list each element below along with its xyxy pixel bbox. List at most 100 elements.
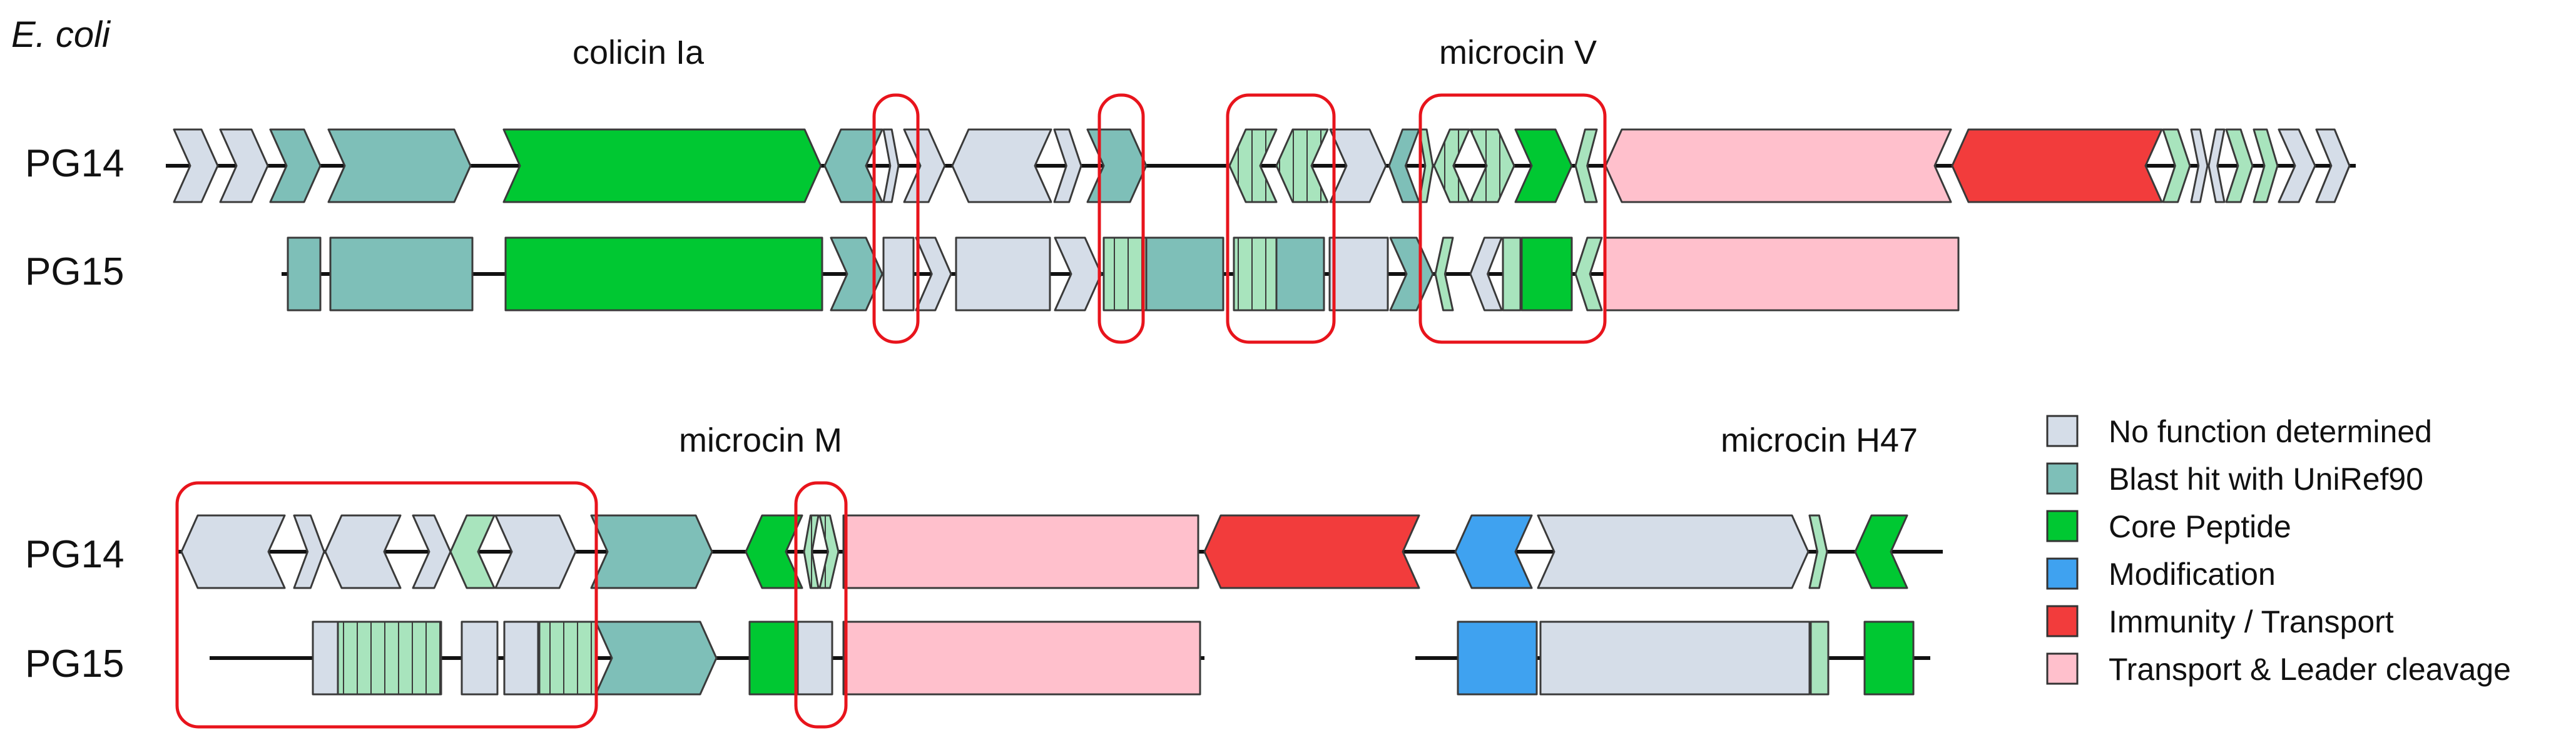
gene-arrow: [915, 236, 952, 312]
row-label-top-pg14: PG14: [25, 142, 125, 185]
gene-arrow: [818, 514, 840, 589]
gene-arrow: [797, 621, 833, 696]
legend-swatch-blast-hit: [2046, 462, 2079, 495]
gene-arrow: [1454, 514, 1533, 589]
gene-arrow: [903, 128, 946, 203]
gene-arrow: [504, 236, 823, 312]
gene-arrow: [324, 514, 402, 589]
gene-arrow: [2278, 128, 2316, 203]
gene-arrow: [1418, 128, 1434, 203]
gene-arrow: [1863, 621, 1915, 696]
legend-label-blast-hit: Blast hit with UniRef90: [2109, 462, 2423, 497]
gene-arrow: [180, 514, 286, 589]
gene-arrow: [494, 514, 577, 589]
gene-arrow: [803, 514, 820, 589]
gene-arrow: [594, 621, 718, 696]
gene-arrow: [748, 621, 797, 696]
gene-arrow: [1469, 128, 1515, 203]
gene-arrow: [1054, 236, 1102, 312]
gene-arrow: [1604, 128, 1952, 203]
gene-arrow: [1469, 236, 1503, 312]
gene-arrow: [1457, 621, 1538, 696]
gene-arrow: [1329, 128, 1387, 203]
gene-arrow: [842, 514, 1199, 589]
legend-label-immunity-transport: Immunity / Transport: [2109, 604, 2394, 639]
gene-arrow: [1053, 128, 1082, 203]
cluster-label-colicin-ia: colicin Ia: [573, 34, 705, 71]
legend-label-modification: Modification: [2109, 557, 2276, 592]
gene-arrow: [2207, 128, 2226, 203]
legend: No function determined Blast hit with Un…: [2046, 414, 2511, 687]
gene-arrow: [955, 236, 1051, 312]
gene-arrow: [830, 236, 883, 312]
gene-arrow: [1275, 128, 1329, 203]
legend-swatch-transport-leader: [2046, 652, 2079, 685]
gene-arrow: [461, 621, 499, 696]
gene-arrow: [412, 514, 452, 589]
gene-arrow: [219, 128, 269, 203]
gene-arrow: [1434, 236, 1454, 312]
gene-arrow: [173, 128, 219, 203]
gene-arrow: [1539, 621, 1811, 696]
gene-arrow: [538, 621, 597, 696]
highlight-box: [1418, 93, 1607, 344]
gene-arrow: [1604, 236, 1960, 312]
gene-arrow: [1520, 236, 1573, 312]
cluster-label-microcin-h47: microcin H47: [1721, 422, 1918, 459]
row-label-bottom-pg14: PG14: [25, 533, 125, 576]
legend-swatch-core-peptide: [2046, 510, 2079, 542]
gene-arrow: [329, 236, 474, 312]
gene-arrow: [1145, 236, 1224, 312]
legend-swatch-immunity-transport: [2046, 605, 2079, 637]
gene-arrow: [1389, 236, 1434, 312]
legend-swatch-no-function: [2046, 415, 2079, 447]
gene-arrow: [842, 621, 1201, 696]
highlight-box: [175, 481, 598, 729]
highlight-box: [1226, 93, 1336, 344]
gene-arrow: [337, 621, 442, 696]
organism-label: E. coli: [11, 14, 111, 55]
cluster-label-microcin-m: microcin M: [679, 422, 842, 459]
row-label-bottom-pg15: PG15: [25, 642, 125, 686]
gene-arrow: [2253, 128, 2279, 203]
legend-label-transport-leader: Transport & Leader cleavage: [2109, 652, 2511, 687]
legend-label-core-peptide: Core Peptide: [2109, 509, 2291, 544]
gene-arrow: [951, 128, 1052, 203]
highlight-box: [794, 481, 848, 729]
gene-arrow: [287, 236, 322, 312]
gene-arrow: [449, 514, 496, 589]
highlight-boxes: [175, 93, 1607, 729]
gene-arrow: [823, 128, 883, 203]
gene-arrow: [1228, 128, 1278, 203]
gene-arrow: [1537, 514, 1810, 589]
gene-arrow: [1102, 236, 1148, 312]
gene-arrow: [882, 236, 915, 312]
row-label-top-pg15: PG15: [25, 250, 125, 293]
gene-arrow: [2190, 128, 2209, 203]
gene-arrow: [502, 128, 822, 203]
gene-arrow: [1854, 514, 1908, 589]
gene-arrow: [1808, 514, 1828, 589]
gene-arrow: [1233, 236, 1278, 312]
gene-arrow: [1810, 621, 1830, 696]
gene-arrow: [503, 621, 539, 696]
highlight-box: [1097, 93, 1145, 344]
gene-arrow: [882, 128, 900, 203]
gene-arrow: [1951, 128, 2163, 203]
gene-arrow: [293, 514, 325, 589]
gene-arrow: [745, 514, 803, 589]
gene-arrow: [2315, 128, 2351, 203]
gene-arrow: [312, 621, 339, 696]
genes: [173, 128, 2351, 696]
gene-arrow: [1502, 236, 1522, 312]
gene-arrow: [2225, 128, 2254, 203]
gene-arrow: [1514, 128, 1573, 203]
gene-arrow: [1574, 236, 1603, 312]
legend-label-no-function: No function determined: [2109, 414, 2432, 449]
highlight-box: [872, 93, 920, 344]
gene-arrow: [1203, 514, 1420, 589]
legend-swatch-modification: [2046, 557, 2079, 590]
gene-arrow: [1574, 128, 1598, 203]
gene-arrow: [1433, 128, 1470, 203]
gene-arrow: [269, 128, 322, 203]
